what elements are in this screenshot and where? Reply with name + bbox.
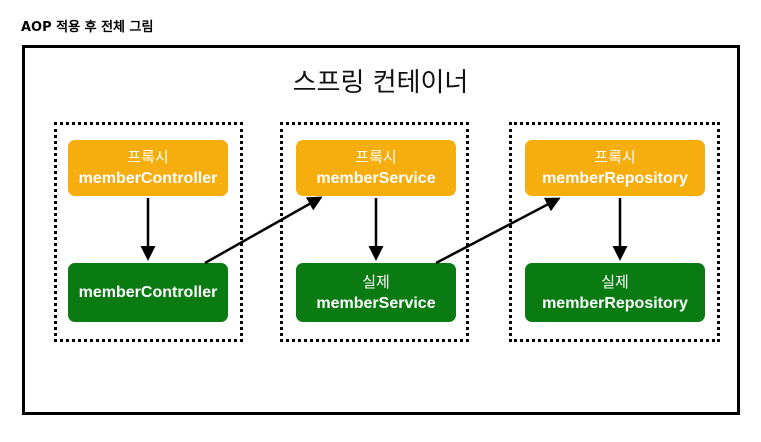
real-label: 실제 xyxy=(601,272,629,291)
controller-group xyxy=(54,122,243,342)
real-member-controller-box: memberController xyxy=(68,263,228,322)
diagram-heading: AOP 적용 후 전체 그림 xyxy=(21,20,154,35)
real-name: memberRepository xyxy=(542,294,688,312)
real-name: memberService xyxy=(316,294,436,312)
proxy-member-service-box: 프록시 memberService xyxy=(296,140,456,196)
arrow-controller-to-service-proxy xyxy=(204,196,323,265)
proxy-label: 프록시 xyxy=(127,148,169,166)
proxy-name: memberController xyxy=(78,170,218,187)
spring-container-title: 스프링 컨테이너 xyxy=(292,68,469,98)
proxy-name: memberRepository xyxy=(542,170,688,187)
real-name: memberController xyxy=(78,283,218,301)
service-group xyxy=(280,122,469,342)
spring-container-frame xyxy=(22,45,740,415)
proxy-label: 프록시 xyxy=(355,148,397,166)
proxy-label: 프록시 xyxy=(594,148,636,166)
real-member-repository-box: 실제 memberRepository xyxy=(525,263,705,322)
repository-group xyxy=(509,122,720,342)
proxy-name: memberService xyxy=(316,170,436,187)
real-member-service-box: 실제 memberService xyxy=(296,263,456,322)
proxy-member-controller-box: 프록시 memberController xyxy=(68,140,228,196)
arrow-service-to-repository-proxy xyxy=(435,197,561,265)
real-label: 실제 xyxy=(362,272,390,291)
proxy-member-repository-box: 프록시 memberRepository xyxy=(525,140,705,196)
